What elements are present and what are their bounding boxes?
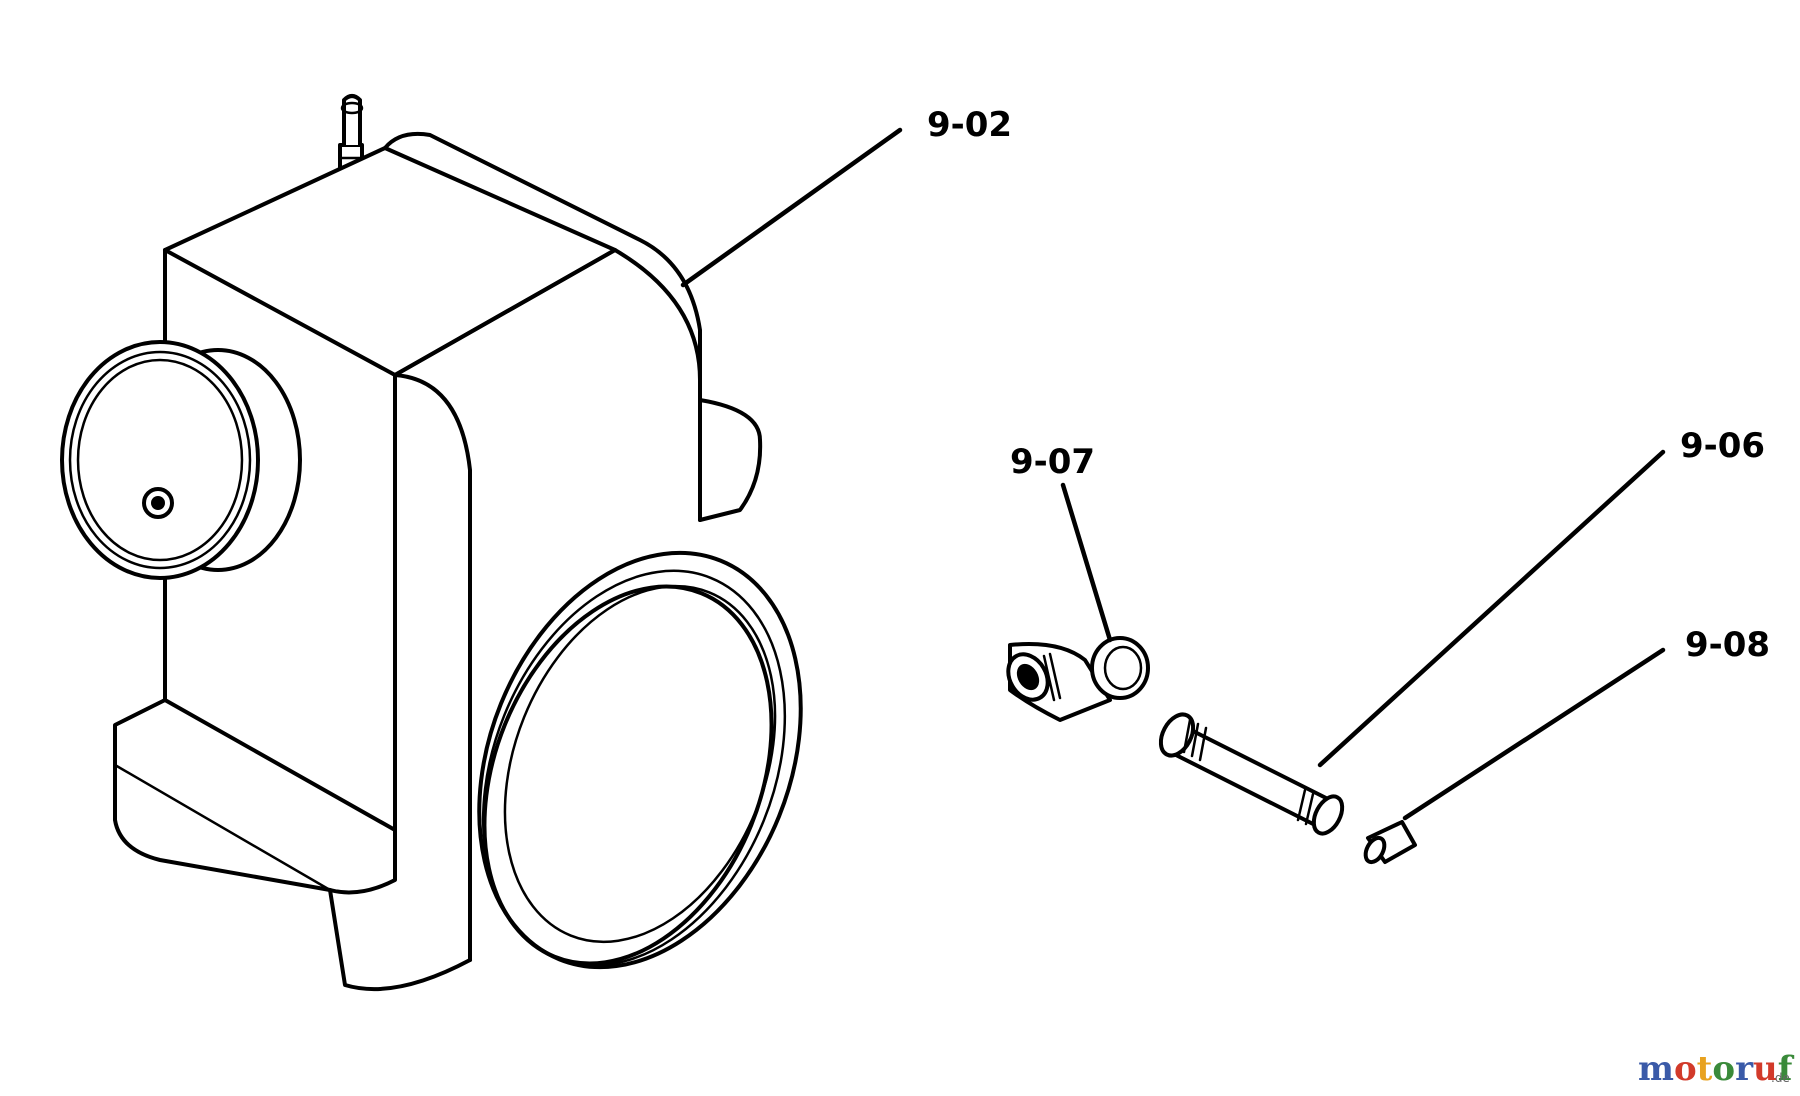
gear-housing-assembly	[60, 94, 803, 992]
callout-9-08: 9-08	[1685, 625, 1770, 665]
leader-line-9-08	[1402, 647, 1666, 821]
housing-top-face	[163, 146, 617, 377]
pipe-nipple	[1158, 712, 1345, 836]
watermark-logo: motoruf .de	[1638, 1049, 1795, 1089]
callout-9-06: 9-06	[1680, 426, 1765, 466]
housing-base-flange	[113, 698, 397, 895]
leader-line-9-07	[1060, 482, 1113, 643]
wm-letter-4: r	[1735, 1049, 1754, 1089]
pipe-elbow	[1006, 636, 1150, 722]
drive-pulley	[60, 340, 302, 580]
wm-letter-5: u	[1753, 1049, 1778, 1089]
watermark-text: motoruf	[1638, 1049, 1795, 1089]
pipe-plug	[1363, 820, 1417, 865]
watermark-suffix: .de	[1771, 1071, 1790, 1085]
wm-letter-0: m	[1638, 1049, 1674, 1089]
wm-letter-1: o	[1674, 1049, 1697, 1089]
wm-letter-3: o	[1712, 1049, 1735, 1089]
wm-letter-6: f	[1778, 1049, 1795, 1089]
wm-letter-2: t	[1697, 1049, 1713, 1089]
callout-9-02: 9-02	[927, 105, 1012, 145]
leader-line-9-06	[1317, 449, 1666, 768]
callout-9-07: 9-07	[1010, 442, 1095, 482]
leader-line-9-02	[680, 127, 903, 288]
side-cover	[477, 550, 803, 970]
